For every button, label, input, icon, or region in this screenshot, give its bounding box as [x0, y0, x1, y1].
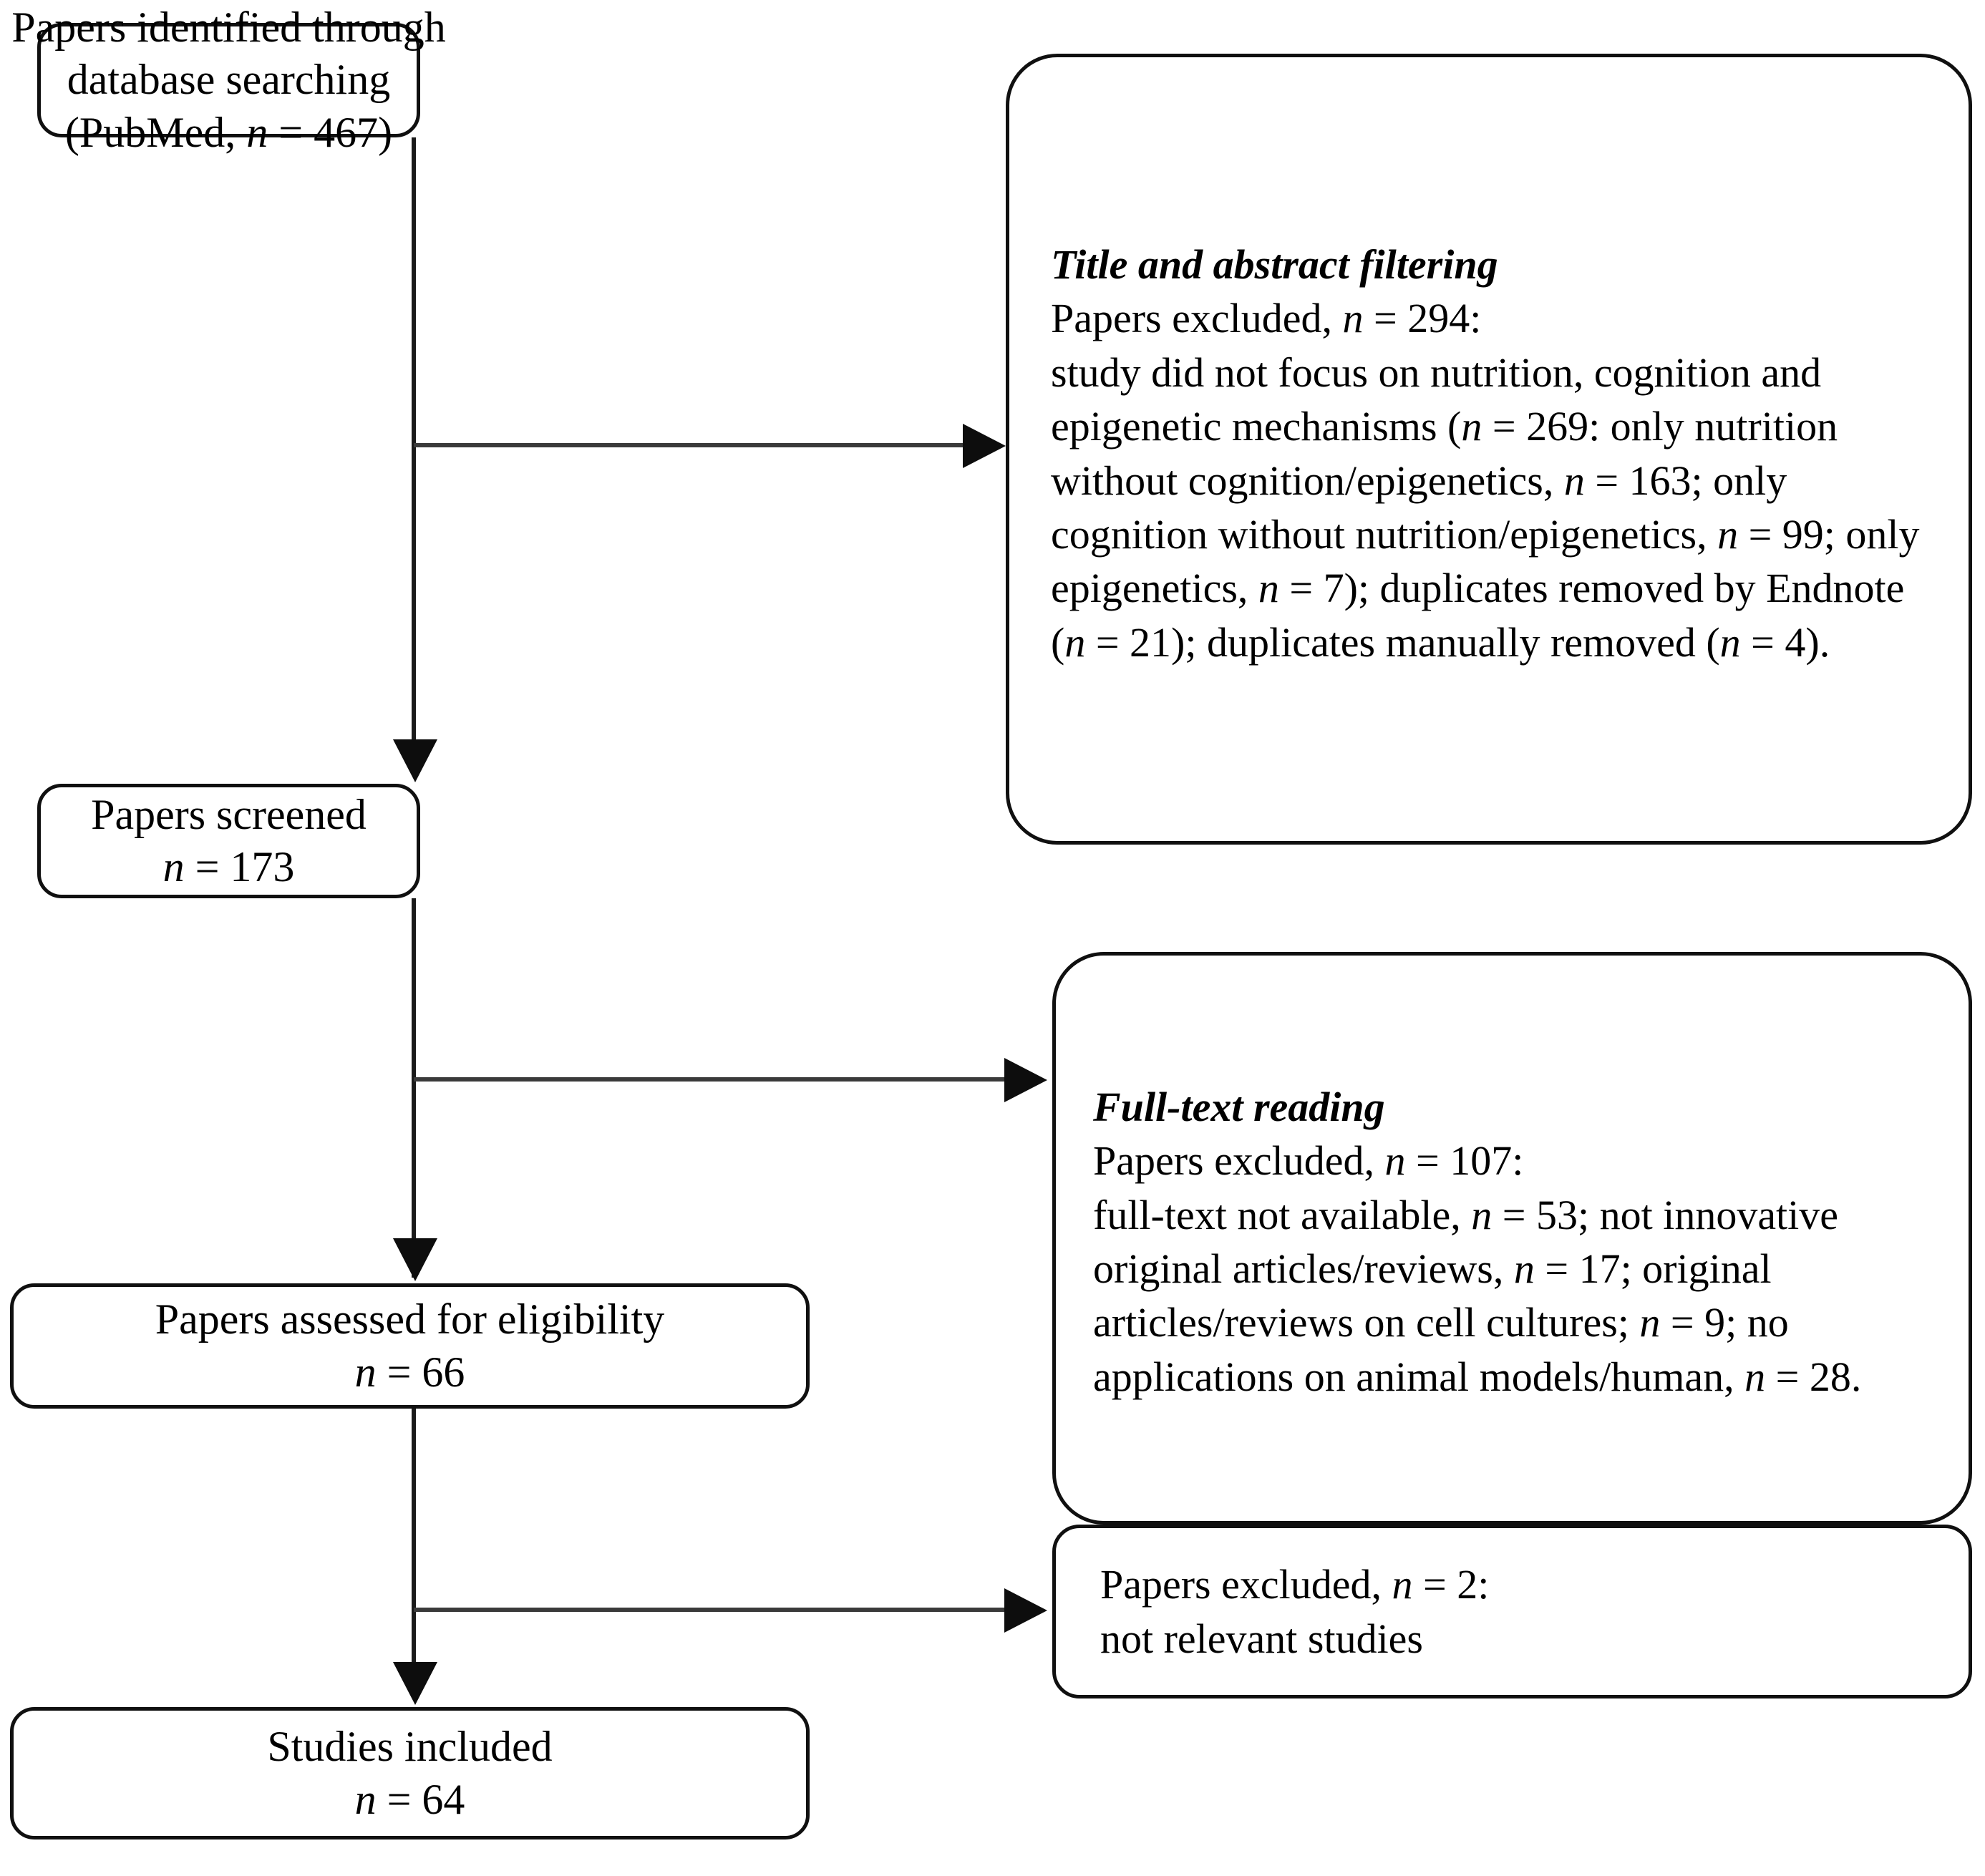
title-abstract-filtering-box: Title and abstract filtering Papers excl…: [1006, 54, 1972, 845]
arrowhead-into-final-exclusion-box: [1004, 1588, 1047, 1633]
title-abstract-filtering-heading: Title and abstract filtering: [1051, 240, 1498, 288]
papers-screened-count-line: n = 173: [162, 843, 295, 890]
papers-identified-line-2: database searching: [67, 56, 391, 104]
papers-screened-box: Papers screened n = 173: [37, 784, 420, 898]
final-exclusion-line-2: not relevant studies: [1100, 1615, 1424, 1662]
title-abstract-filtering-body: Papers excluded, n = 294:study did not f…: [1051, 295, 1920, 666]
connector-to-title-abstract-box: [414, 443, 965, 447]
papers-screened-count: 173: [230, 843, 295, 890]
arrowhead-into-screened: [393, 739, 437, 782]
papers-identified-line-3: (PubMed, n = 467): [64, 108, 393, 156]
studies-included-label: Studies included: [267, 1723, 553, 1771]
papers-identified-count: 467: [314, 108, 379, 156]
papers-assessed-count: 66: [422, 1348, 465, 1396]
papers-screened-label: Papers screened: [91, 790, 367, 838]
papers-assessed-label: Papers assessed for eligibility: [155, 1296, 665, 1343]
arrowhead-into-included: [393, 1662, 437, 1705]
full-text-reading-heading: Full-text reading: [1093, 1083, 1385, 1130]
final-exclusion-box: Papers excluded, n = 2: not relevant stu…: [1052, 1525, 1972, 1698]
connector-to-full-text-box: [414, 1077, 1006, 1082]
papers-identified-box: Papers identified through database searc…: [11, 4, 446, 155]
arrowhead-into-full-text-box: [1004, 1058, 1047, 1102]
full-text-reading-body: Papers excluded, n = 107:full-text not a…: [1093, 1137, 1862, 1400]
studies-included-count: 64: [422, 1775, 465, 1823]
papers-assessed-box: Papers assessed for eligibility n = 66: [10, 1283, 810, 1409]
studies-included-count-line: n = 64: [354, 1775, 465, 1823]
connector-to-final-exclusion-box: [414, 1608, 1006, 1612]
arrowhead-into-title-abstract-box: [963, 424, 1006, 468]
studies-included-box: Studies included n = 64: [10, 1707, 810, 1839]
final-exclusion-line-1: Papers excluded, n = 2:: [1100, 1561, 1490, 1608]
full-text-reading-box: Full-text reading Papers excluded, n = 1…: [1052, 952, 1972, 1525]
connector-assessed-to-included: [412, 1409, 416, 1677]
papers-identified-line-1: Papers identified through: [11, 4, 446, 52]
arrowhead-into-assessed: [393, 1238, 437, 1281]
connector-screened-to-assessed: [412, 898, 416, 1278]
connector-identified-to-screened: [412, 137, 416, 742]
papers-assessed-count-line: n = 66: [354, 1348, 465, 1396]
